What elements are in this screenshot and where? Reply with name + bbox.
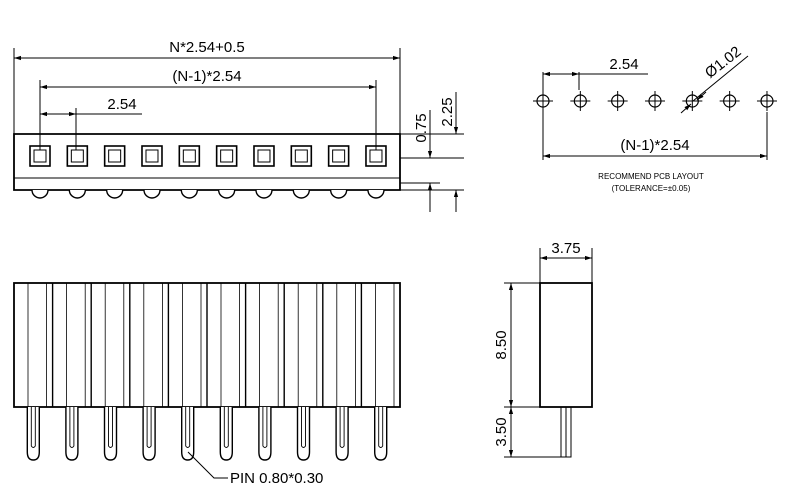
pin-inner — [69, 407, 75, 448]
pin-outline — [26, 407, 40, 461]
body-scallop — [367, 189, 385, 199]
top-view-contacts — [29, 145, 387, 199]
body-height-label: 8.50 — [493, 330, 510, 359]
body-scallop — [31, 189, 49, 199]
side-body-outline — [539, 282, 593, 408]
contact-square-inner — [369, 149, 383, 163]
body-scallop — [329, 189, 348, 199]
front-view: PIN 0.80*0.30 — [13, 282, 401, 487]
pin-outline — [65, 407, 79, 461]
hole-diameter-leader — [692, 55, 749, 102]
pitch-label: 2.54 — [107, 96, 136, 113]
contact-square-inner — [33, 149, 47, 163]
pin-length-label: 3.50 — [493, 417, 510, 446]
body-scallop — [68, 189, 87, 199]
contact-square-outer — [66, 145, 89, 167]
contact-square-inner — [332, 149, 346, 163]
layout-pitch-label: 2.54 — [609, 56, 638, 73]
layout-tolerance: (TOLERANCE=±0.05) — [612, 184, 691, 193]
pin-inner — [146, 407, 152, 448]
pin-outline — [181, 407, 195, 461]
contact-square-outer — [365, 145, 387, 167]
contact-square-inner — [145, 149, 159, 163]
body-scallop — [255, 189, 273, 199]
contact-square-outer — [29, 145, 51, 167]
pin-inner — [185, 407, 191, 448]
contact-square-outer — [215, 145, 238, 167]
pin-inner — [262, 407, 268, 448]
pin-inner — [301, 407, 306, 448]
contact-square-inner — [108, 149, 122, 163]
front-view-housing — [27, 283, 395, 407]
contact-square-outer — [103, 145, 126, 167]
pin-outline — [103, 407, 118, 461]
body-scallop — [180, 189, 199, 199]
small-dimension-label: 0.75 — [413, 113, 430, 142]
body-scallop — [143, 189, 161, 199]
pin-inner — [378, 407, 384, 448]
pin-inner — [223, 407, 229, 448]
front-view-pins — [26, 407, 388, 461]
contact-square-outer — [327, 145, 350, 167]
pin-outline — [258, 407, 272, 461]
height-dimension-label: 2.25 — [439, 97, 456, 126]
pin-outline — [219, 407, 233, 461]
body-scallop — [217, 189, 236, 199]
pin-size-label: PIN 0.80*0.30 — [230, 470, 323, 487]
contact-square-outer — [178, 145, 201, 167]
pcb-hole-row — [533, 91, 777, 111]
pin-inner — [30, 407, 36, 448]
body-scallop — [292, 189, 311, 199]
contact-square-outer — [141, 145, 163, 167]
pin-inner — [339, 407, 345, 448]
overall-length-label: N*2.54+0.5 — [169, 39, 244, 56]
side-view: 3.75 8.50 3.50 — [493, 240, 593, 458]
pin-leader — [187, 451, 228, 479]
pin-inner — [108, 407, 113, 448]
layout-span-label: (N-1)*2.54 — [620, 137, 689, 154]
pin-outline — [142, 407, 156, 461]
contact-square-inner — [220, 149, 234, 163]
contact-square-outer — [253, 145, 275, 167]
pin-outline — [296, 407, 311, 461]
pitch-span-label: (N-1)*2.54 — [172, 68, 241, 85]
layout-title: RECOMMEND PCB LAYOUT — [598, 172, 704, 181]
pin-outline — [374, 407, 388, 461]
body-scallop — [105, 189, 124, 199]
top-view: N*2.54+0.5 (N-1)*2.54 2.54 0.75 2.25 — [13, 39, 464, 212]
contact-square-outer — [290, 145, 313, 167]
contact-square-inner — [257, 149, 271, 163]
pcb-layout: 2.54 Ø1.02 (N-1)*2.54 RECOMMEND PCB LAYO… — [533, 43, 777, 193]
contact-square-inner — [182, 149, 196, 163]
pin-outline — [335, 407, 349, 461]
side-width-label: 3.75 — [551, 240, 580, 257]
contact-square-inner — [294, 149, 308, 163]
contact-square-inner — [70, 149, 84, 163]
